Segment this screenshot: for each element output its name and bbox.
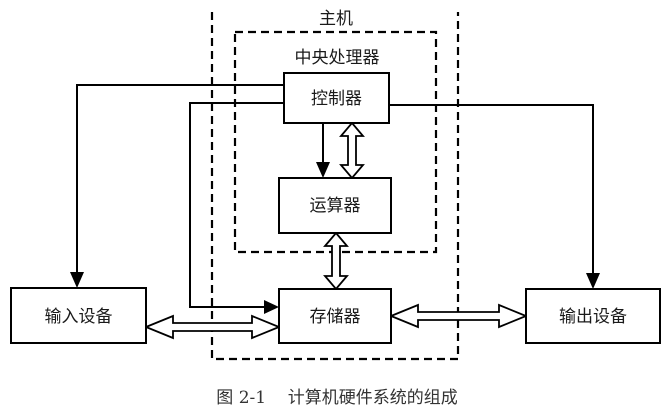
arrowhead-output <box>586 273 600 289</box>
data-arrow-alu-memory <box>323 231 349 291</box>
controller-box: 控制器 <box>283 72 390 124</box>
control-line-to-output <box>389 104 594 275</box>
memory-box: 存储器 <box>278 288 392 344</box>
memory-label: 存储器 <box>310 307 361 327</box>
cpu-label: 中央处理器 <box>295 48 380 68</box>
host-boundary <box>210 12 460 361</box>
output-device-box: 输出设备 <box>525 288 661 344</box>
input-device-box: 输入设备 <box>10 287 147 344</box>
control-line-to-input <box>76 84 284 274</box>
alu-label: 运算器 <box>310 196 361 216</box>
alu-box: 运算器 <box>278 177 392 234</box>
arrowhead-input <box>70 272 84 288</box>
arrowhead-memory <box>264 300 279 314</box>
controller-label: 控制器 <box>311 89 362 109</box>
output-device-label: 输出设备 <box>559 307 627 327</box>
arrowhead-alu <box>316 162 330 178</box>
data-arrow-input-memory <box>143 314 282 340</box>
data-arrow-controller-alu <box>339 121 365 180</box>
figure-caption: 图 2-1 计算机硬件系统的组成 <box>216 388 457 408</box>
host-label: 主机 <box>319 9 353 29</box>
input-device-label: 输入设备 <box>45 307 113 327</box>
control-line-to-memory <box>189 102 284 308</box>
